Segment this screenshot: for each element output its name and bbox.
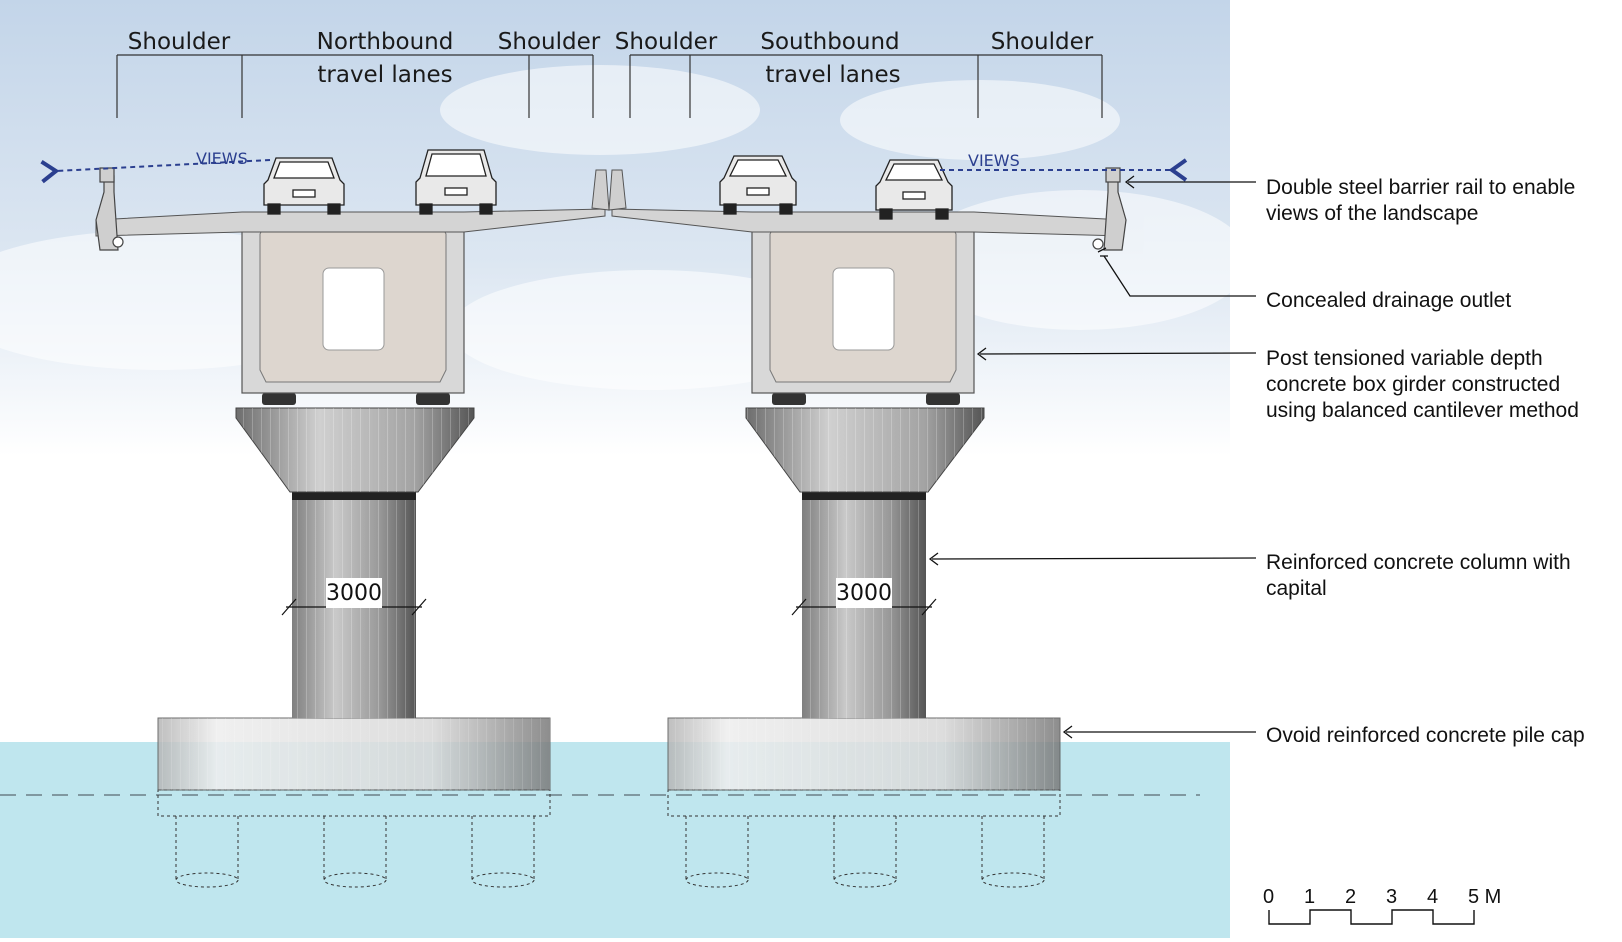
scale-label-2: 2: [1345, 886, 1356, 908]
car-4: [875, 159, 953, 220]
header-southbound: Southbound: [760, 29, 899, 55]
car-1: [263, 157, 345, 215]
car-2: [415, 149, 497, 215]
scale-bar: 0 1 2 3 4 5 M: [1263, 886, 1501, 925]
car-3: [719, 155, 797, 215]
leader-lines: [928, 175, 1257, 739]
header-south-right-shoulder: Shoulder: [991, 29, 1094, 55]
left-deck-slab: [95, 208, 606, 237]
header-north-left-shoulder: Shoulder: [128, 29, 231, 55]
dimension-left: [281, 578, 427, 616]
left-barrier-rail: [95, 167, 124, 251]
right-barrier-rail: [1092, 167, 1127, 251]
callout-box-girder: Post tensioned variable depth concrete b…: [1266, 347, 1579, 422]
dimension-right: [791, 578, 937, 616]
header-south-left-shoulder: Shoulder: [615, 29, 718, 55]
lane-headers: Shoulder Northbound travel lanes Shoulde…: [128, 29, 1094, 88]
header-northbound-sub: travel lanes: [317, 62, 452, 88]
views-label-left: VIEWS: [196, 149, 248, 168]
callout-column: Reinforced concrete column with capital: [1266, 551, 1571, 600]
scale-label-1: 1: [1304, 886, 1315, 908]
callout-barrier-rail: Double steel barrier rail to enable view…: [1266, 176, 1576, 225]
scale-label-0: 0: [1263, 886, 1274, 908]
callout-pile-cap: Ovoid reinforced concrete pile cap: [1266, 724, 1585, 747]
scale-label-3: 3: [1386, 886, 1397, 908]
header-north-right-shoulder: Shoulder: [498, 29, 601, 55]
dimension-left-value: 3000: [326, 581, 382, 606]
right-piles: [667, 789, 1061, 888]
lane-brackets: [116, 54, 1103, 118]
scale-label-4: 4: [1427, 886, 1438, 908]
cars: [263, 149, 953, 220]
callout-drainage: Concealed drainage outlet: [1266, 289, 1512, 312]
northbound-structure: [95, 167, 610, 888]
scale-label-5: 5 M: [1468, 886, 1501, 908]
southbound-structure: [608, 167, 1127, 888]
left-piles: [157, 789, 551, 888]
views-label-right: VIEWS: [968, 151, 1020, 170]
header-northbound: Northbound: [317, 29, 454, 55]
dimension-right-value: 3000: [836, 581, 892, 606]
header-southbound-sub: travel lanes: [765, 62, 900, 88]
